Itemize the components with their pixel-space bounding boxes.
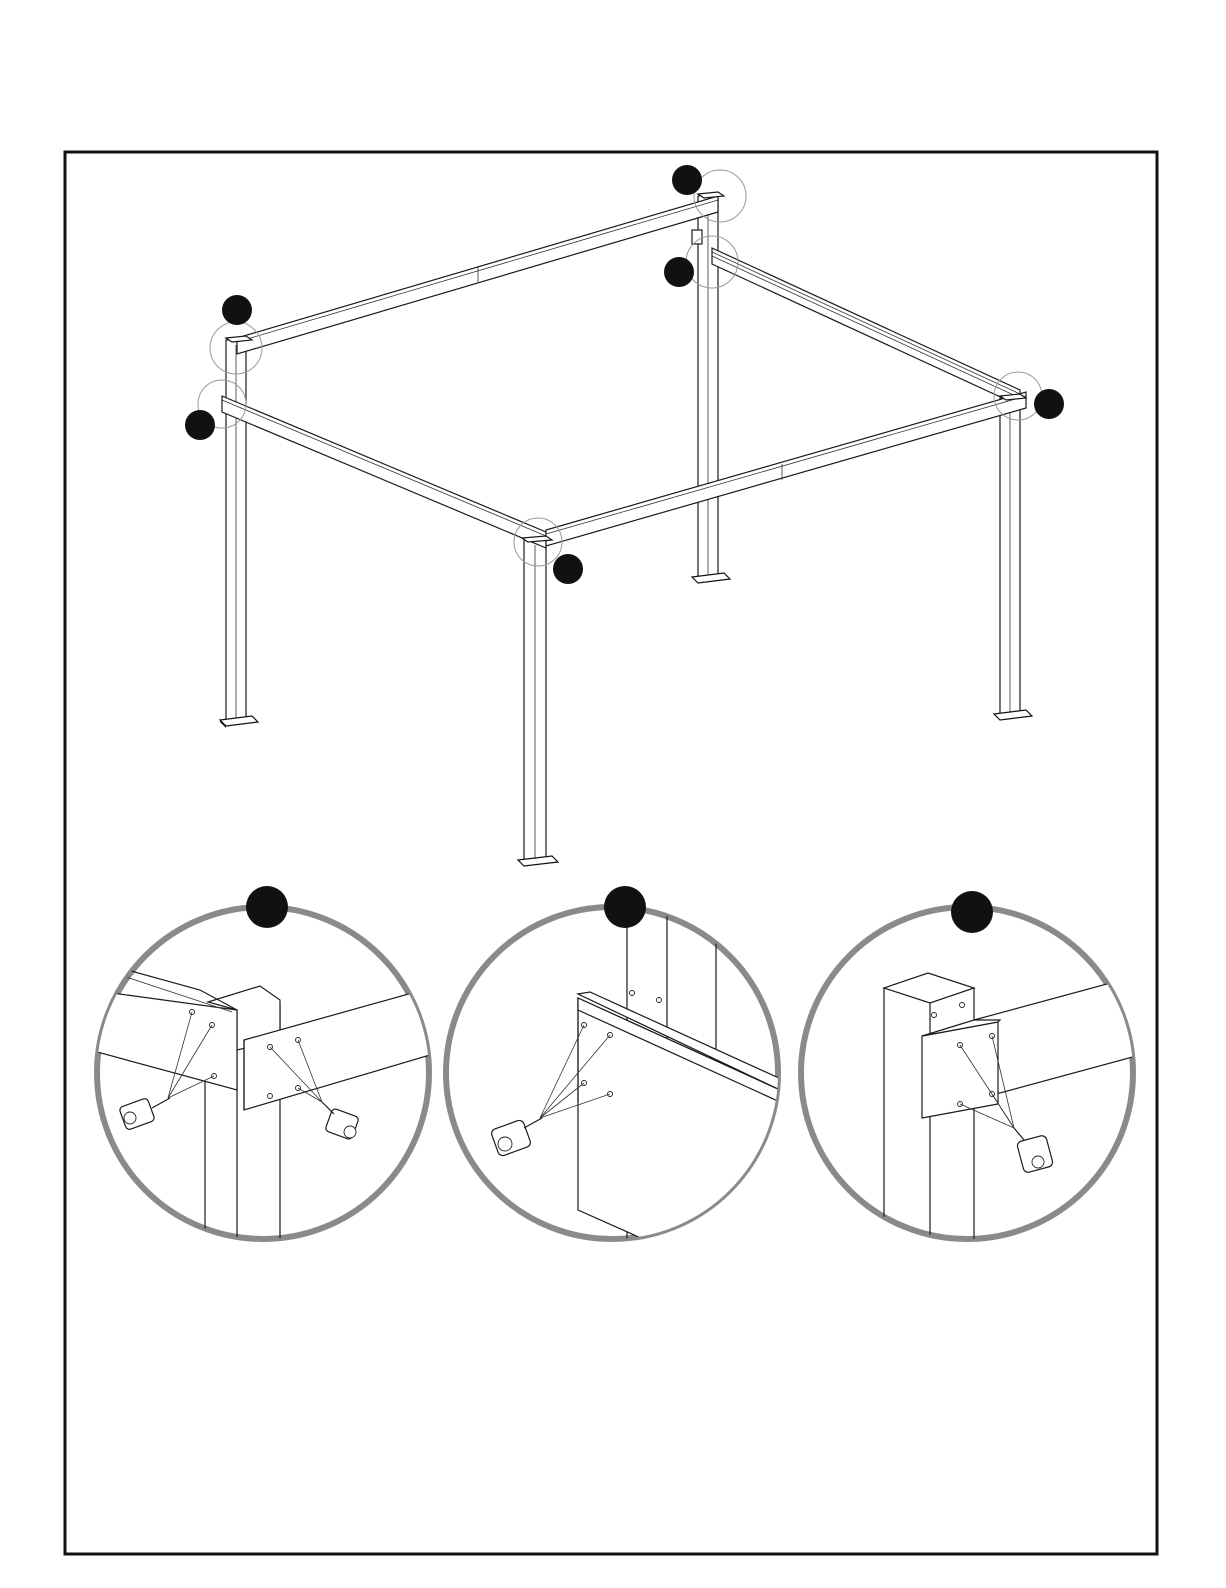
post-left-back [226, 338, 246, 720]
callout-marker-6 [553, 554, 583, 584]
beam-front [546, 392, 1026, 546]
beam-right [712, 248, 1020, 406]
pergola-frame [220, 192, 1032, 866]
callout-marker-4 [185, 410, 215, 440]
detail-view-1 [90, 886, 430, 1260]
callout-marker-5 [1034, 389, 1064, 419]
post-caps [226, 192, 1026, 542]
connector-bracket [692, 230, 702, 244]
detail-view-2 [446, 886, 792, 1300]
post-front [524, 538, 546, 860]
base-plates [220, 573, 1032, 866]
beam-back [237, 196, 718, 354]
beam-left [222, 396, 546, 548]
callout-marker-3 [222, 295, 252, 325]
detail-view-3 [801, 891, 1140, 1260]
detail-callout-3 [951, 891, 993, 933]
detail-callout-2 [604, 886, 646, 928]
callout-marker-1 [672, 165, 702, 195]
callout-marker-2 [664, 257, 694, 287]
detail-callout-1 [246, 886, 288, 928]
post-right-front [1000, 396, 1020, 714]
